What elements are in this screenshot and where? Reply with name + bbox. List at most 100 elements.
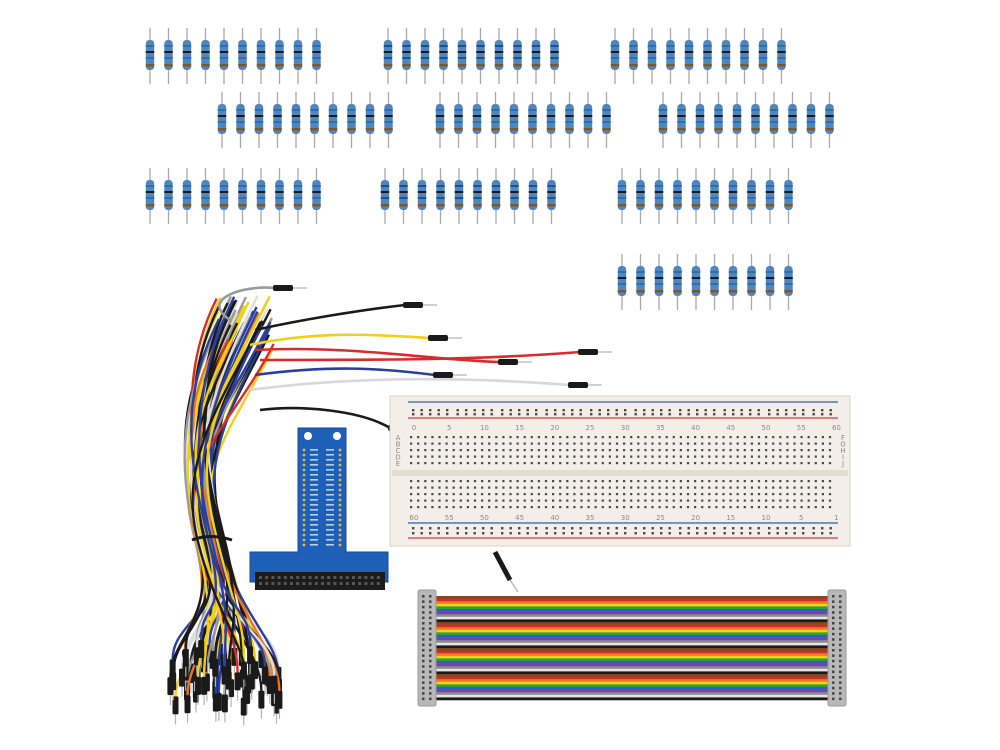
resistor-assortment bbox=[145, 28, 834, 310]
connector-hole bbox=[832, 681, 835, 684]
resistor-band bbox=[784, 290, 793, 293]
terminal-hole bbox=[594, 455, 597, 458]
pin-pad bbox=[338, 528, 342, 532]
resistor-band bbox=[732, 128, 742, 131]
connector-hole bbox=[832, 611, 835, 614]
gpio-header bbox=[255, 572, 385, 590]
rail-hole bbox=[668, 532, 671, 535]
terminal-hole bbox=[651, 462, 654, 465]
rail-hole bbox=[757, 527, 760, 530]
terminal-hole bbox=[828, 462, 832, 465]
pin-pad bbox=[338, 478, 342, 482]
terminal-hole bbox=[800, 480, 803, 483]
resistor bbox=[494, 28, 504, 84]
resistor-body bbox=[710, 180, 719, 210]
pcb-silkscreen bbox=[310, 529, 318, 531]
resistor-band bbox=[182, 191, 192, 193]
resistor bbox=[417, 168, 427, 224]
rail-hole bbox=[776, 527, 779, 530]
resistor-band bbox=[201, 191, 210, 193]
ribbon-wire bbox=[432, 650, 832, 654]
terminal-hole bbox=[580, 442, 583, 445]
terminal-hole bbox=[615, 449, 619, 452]
resistor-body bbox=[695, 104, 705, 134]
terminal-hole bbox=[410, 480, 413, 483]
resistor-body bbox=[658, 104, 668, 134]
resistor-body bbox=[254, 104, 264, 134]
terminal-hole bbox=[765, 499, 768, 502]
header-pin bbox=[277, 582, 281, 585]
resistor bbox=[765, 254, 775, 310]
terminal-hole bbox=[729, 480, 732, 483]
terminal-hole bbox=[417, 493, 420, 496]
resistor bbox=[531, 28, 541, 84]
jumper-pin-housing bbox=[433, 372, 453, 378]
connector-hole bbox=[839, 632, 842, 636]
terminal-hole bbox=[509, 455, 512, 458]
pcb-silkscreen bbox=[310, 474, 318, 476]
rail-hole bbox=[562, 527, 565, 530]
terminal-hole bbox=[587, 436, 590, 439]
terminal-hole bbox=[658, 493, 661, 496]
rail-hole bbox=[412, 409, 415, 412]
resistor-band bbox=[636, 191, 645, 193]
resistor bbox=[777, 28, 786, 84]
terminal-hole bbox=[757, 506, 761, 509]
terminal-hole bbox=[580, 506, 583, 509]
resistor-band bbox=[201, 185, 210, 187]
jumper-pin-housing bbox=[184, 695, 191, 714]
resistor-band bbox=[565, 115, 574, 117]
terminal-hole bbox=[537, 499, 540, 502]
resistor-band bbox=[784, 185, 793, 187]
resistor bbox=[691, 254, 701, 310]
rail-hole bbox=[526, 409, 529, 412]
resistor-band bbox=[291, 109, 301, 111]
resistor-body bbox=[528, 104, 537, 134]
resistor-band bbox=[293, 197, 303, 199]
terminal-hole bbox=[559, 436, 562, 439]
column-number-top: 50 bbox=[762, 424, 771, 432]
resistor bbox=[145, 28, 155, 84]
rail-hole bbox=[634, 413, 637, 416]
resistor bbox=[491, 92, 500, 148]
terminal-hole bbox=[651, 436, 654, 439]
connector-hole bbox=[422, 622, 425, 625]
terminal-hole bbox=[459, 499, 462, 502]
terminal-hole bbox=[679, 499, 682, 502]
rail-hole bbox=[607, 413, 610, 416]
header-pin bbox=[333, 576, 337, 579]
pcb-silkscreen bbox=[326, 464, 334, 466]
terminal-hole bbox=[772, 506, 775, 509]
terminal-hole bbox=[807, 499, 810, 502]
rail-hole bbox=[802, 527, 805, 530]
resistor bbox=[399, 168, 408, 224]
terminal-hole bbox=[665, 506, 668, 509]
resistor-band bbox=[710, 185, 719, 187]
resistor-band bbox=[217, 115, 227, 117]
terminal-hole bbox=[679, 436, 682, 439]
resistor-body bbox=[347, 104, 356, 134]
terminal-hole bbox=[466, 486, 469, 489]
resistor-band bbox=[384, 115, 393, 117]
terminal-hole bbox=[608, 499, 611, 502]
rail-hole bbox=[598, 409, 601, 412]
resistor-band bbox=[254, 109, 264, 111]
terminal-hole bbox=[509, 493, 512, 496]
resistor bbox=[550, 28, 559, 84]
header-pin bbox=[339, 582, 343, 585]
terminal-hole bbox=[722, 486, 725, 489]
resistor bbox=[402, 28, 411, 84]
resistor-band bbox=[610, 64, 620, 67]
resistor-band bbox=[583, 128, 593, 131]
resistor-band bbox=[647, 57, 657, 59]
ribbon-wire bbox=[432, 601, 832, 605]
ribbon-wire bbox=[432, 642, 832, 646]
rail-hole bbox=[482, 413, 485, 416]
resistor-body bbox=[747, 266, 756, 296]
terminal-hole bbox=[651, 480, 654, 483]
terminal-hole bbox=[772, 480, 775, 483]
resistor-band bbox=[238, 57, 247, 59]
connector-hole bbox=[832, 692, 835, 695]
terminal-hole bbox=[516, 493, 519, 496]
terminal-hole bbox=[473, 493, 477, 496]
